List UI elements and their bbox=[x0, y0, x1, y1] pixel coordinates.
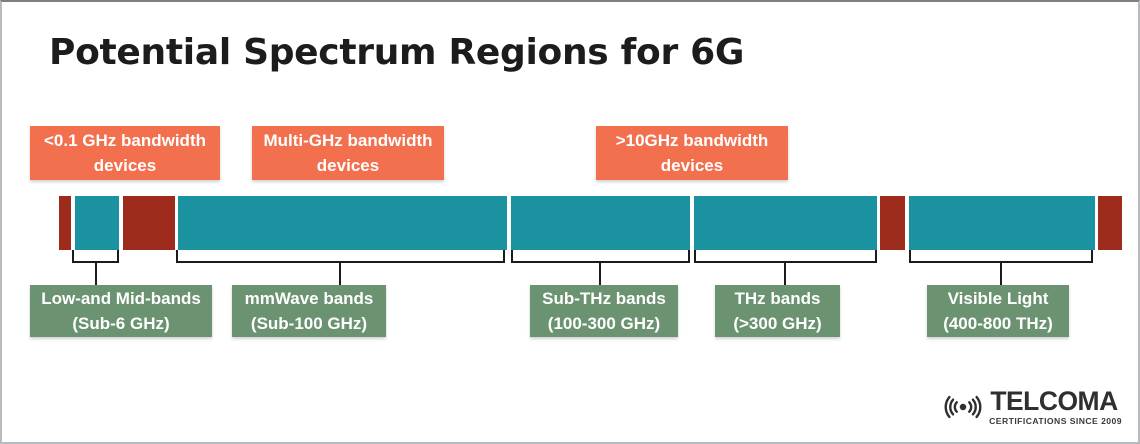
spectrum-segment-red bbox=[123, 196, 175, 250]
bandwidth-device-label-line1: <0.1 GHz bandwidth bbox=[44, 131, 206, 150]
bracket-drop-line bbox=[339, 261, 341, 285]
spectrum-segment-teal bbox=[511, 196, 690, 250]
bandwidth-device-label-line2: devices bbox=[316, 156, 380, 175]
band-label: THz bands (>300 GHz) bbox=[715, 285, 840, 337]
band-label: Sub-THz bands (100-300 GHz) bbox=[530, 285, 678, 337]
bandwidth-device-label: Multi-GHz bandwidth devices bbox=[252, 126, 444, 180]
bracket-drop-line bbox=[95, 261, 97, 285]
telcoma-logo: TELCOMA CERTIFICATIONS SINCE 2009 bbox=[940, 388, 1122, 426]
bandwidth-device-label: <0.1 GHz bandwidth devices bbox=[30, 126, 220, 180]
band-label-line2: (400-800 THz) bbox=[943, 314, 1053, 333]
logo-wordmark: TELCOMA bbox=[990, 386, 1118, 416]
spectrum-segment-teal bbox=[909, 196, 1095, 250]
radio-waves-icon bbox=[944, 395, 982, 419]
bandwidth-device-label-line1: Multi-GHz bandwidth bbox=[263, 131, 433, 150]
logo-tagline: CERTIFICATIONS SINCE 2009 bbox=[989, 416, 1122, 426]
bandwidth-device-label-line2: devices bbox=[93, 156, 157, 175]
band-label-line1: Sub-THz bands bbox=[542, 289, 666, 308]
bracket-drop-line bbox=[599, 261, 601, 285]
spectrum-segment-red bbox=[1098, 196, 1122, 250]
bracket-drop-line bbox=[1000, 261, 1002, 285]
logo-text-block: TELCOMA CERTIFICATIONS SINCE 2009 bbox=[989, 386, 1122, 427]
bracket-drop-line bbox=[784, 261, 786, 285]
band-label: Low-and Mid-bands (Sub-6 GHz) bbox=[30, 285, 212, 337]
band-label-line1: Visible Light bbox=[947, 289, 1049, 308]
band-label-line1: THz bands bbox=[734, 289, 821, 308]
page-title: Potential Spectrum Regions for 6G bbox=[49, 32, 745, 73]
band-label: Visible Light (400-800 THz) bbox=[927, 285, 1069, 337]
band-label-line2: (>300 GHz) bbox=[733, 314, 822, 333]
band-label: mmWave bands (Sub-100 GHz) bbox=[232, 285, 386, 337]
bandwidth-device-label: >10GHz bandwidth devices bbox=[596, 126, 788, 180]
spectrum-segment-teal bbox=[178, 196, 507, 250]
spectrum-segment-teal bbox=[694, 196, 877, 250]
band-label-line2: (100-300 GHz) bbox=[547, 314, 661, 333]
bandwidth-device-label-line2: devices bbox=[660, 156, 724, 175]
band-label-line1: mmWave bands bbox=[244, 289, 374, 308]
spectrum-segment-red bbox=[880, 196, 905, 250]
spectrum-segment-teal bbox=[75, 196, 119, 250]
bandwidth-device-label-line1: >10GHz bandwidth bbox=[615, 131, 769, 150]
spectrum-segment-red bbox=[59, 196, 71, 250]
band-label-line2: (Sub-100 GHz) bbox=[250, 314, 368, 333]
band-label-line2: (Sub-6 GHz) bbox=[72, 314, 170, 333]
band-label-line1: Low-and Mid-bands bbox=[41, 289, 201, 308]
